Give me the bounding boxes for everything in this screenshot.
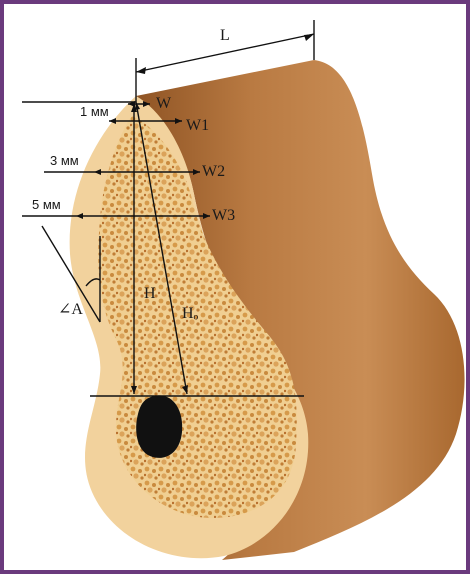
bone-cross-section-diagram [4,4,470,578]
label-w1: W1 [186,118,209,134]
canal-hole [136,395,182,458]
label-angle-a: ∠A [58,302,83,318]
label-1mm: 1 мм [80,105,109,118]
label-3mm: 3 мм [50,154,79,167]
label-w: W [156,96,171,112]
label-w3: W3 [212,208,235,224]
label-h: H [144,286,156,302]
label-5mm: 5 мм [32,198,61,211]
label-l: L [220,28,230,44]
label-w2: W2 [202,164,225,180]
label-ho: Hₒ [182,306,198,322]
